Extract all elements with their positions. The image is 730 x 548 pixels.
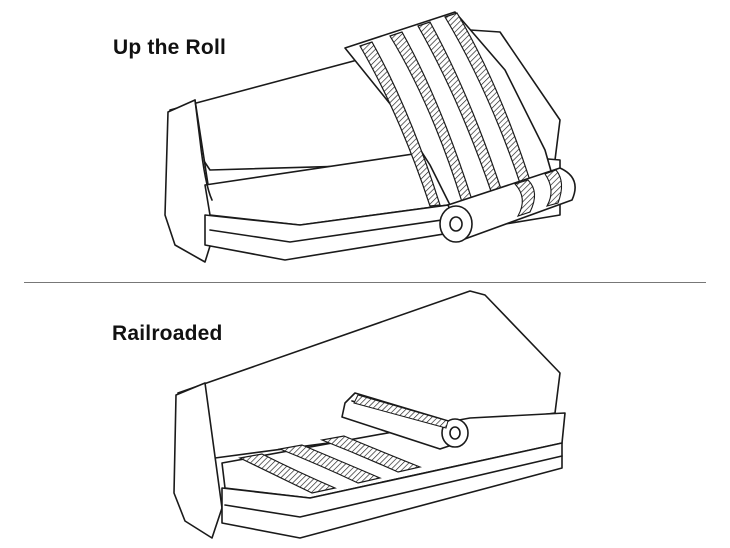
panel-up-the-roll: Up the Roll xyxy=(113,11,576,263)
section-divider xyxy=(24,282,706,283)
fabric-roll xyxy=(447,167,576,241)
heading-railroaded: Railroaded xyxy=(112,322,223,345)
panel-railroaded: Railroaded xyxy=(0,283,730,548)
sofa-left-arm xyxy=(173,382,223,539)
sofa-railroaded-illustration xyxy=(173,290,566,539)
sofa-base xyxy=(221,442,563,539)
heading-up-the-roll: Up the Roll xyxy=(113,36,227,59)
sofa-up-the-roll-illustration xyxy=(164,11,576,263)
